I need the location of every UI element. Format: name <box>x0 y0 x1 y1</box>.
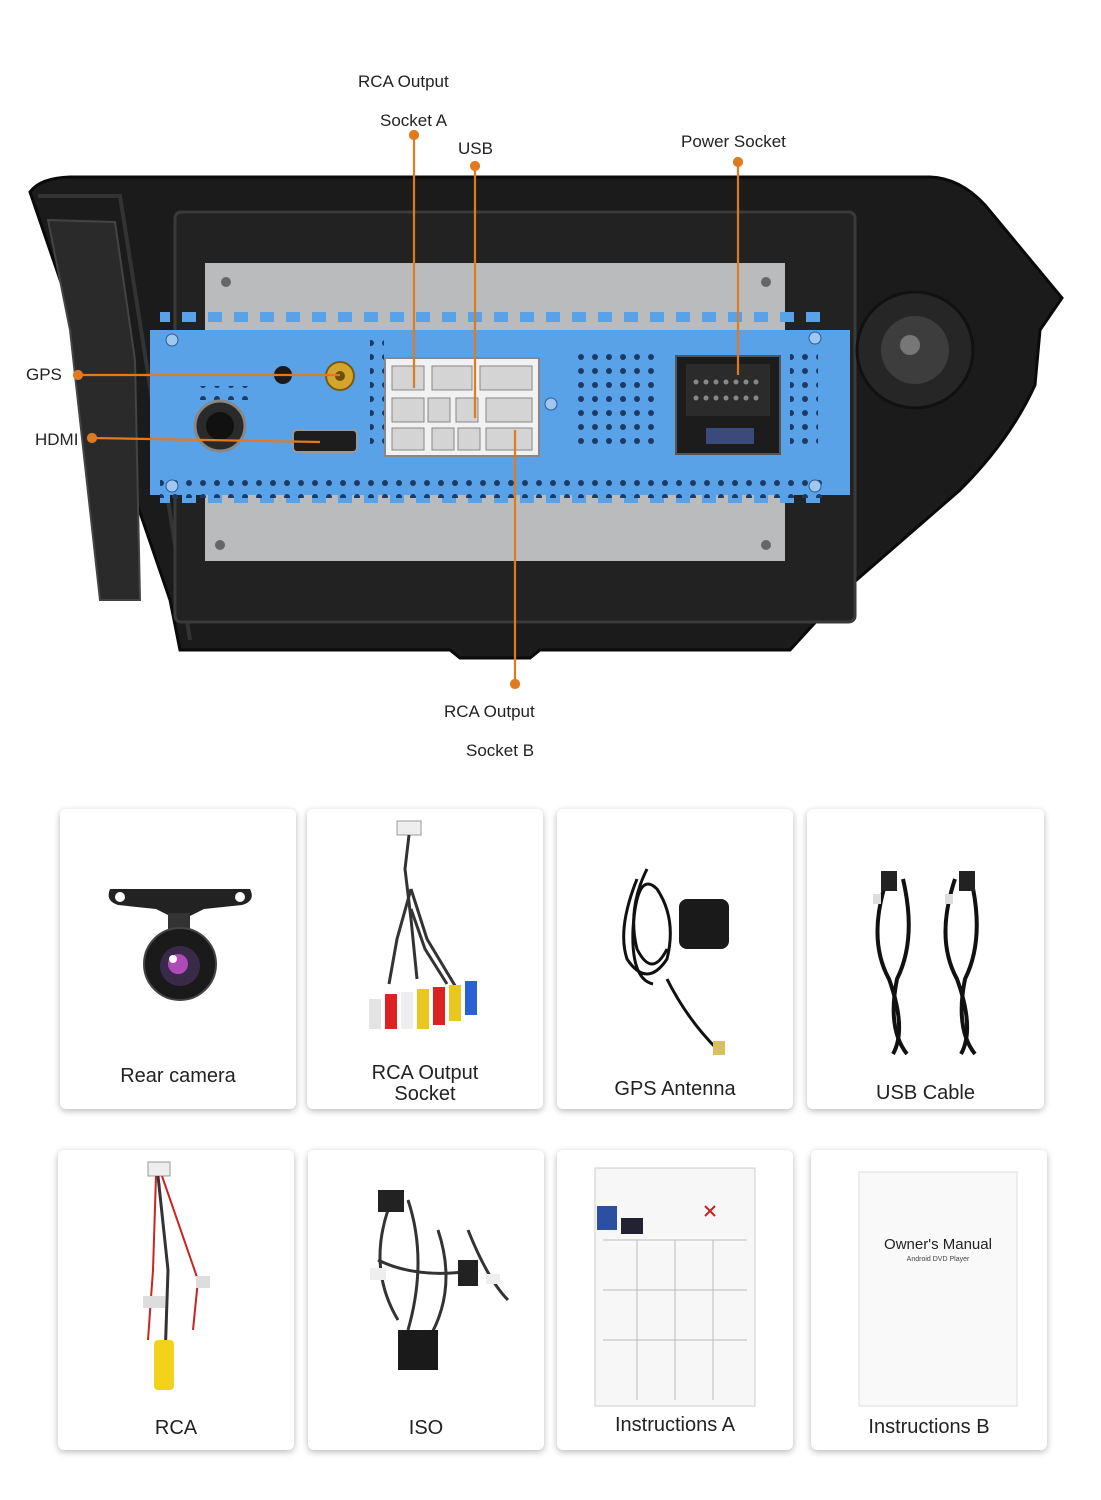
accessory-card-usb-cable: USB Cable <box>807 809 1044 1109</box>
callout-rca-b-line1: RCA Output <box>444 702 535 721</box>
accessory-card-instructions-a: Instructions A <box>557 1150 793 1450</box>
iso-label: ISO <box>408 1417 444 1439</box>
callout-hdmi: HDMI <box>35 430 79 449</box>
callout-rca-a-line1: RCA Output <box>358 72 449 91</box>
manual-title: Owner's Manual <box>884 1236 992 1253</box>
instructions-a-booklet-icon <box>594 1167 756 1407</box>
callout-gps: GPS <box>26 365 62 384</box>
manual-subtitle: Android DVD Player <box>906 1256 970 1263</box>
instructions-a-label: Instructions A <box>614 1414 736 1436</box>
accessory-card-rca-output-socket: RCA Output Socket <box>307 809 543 1109</box>
rca-output-socket-label-line1: RCA Output <box>371 1062 479 1084</box>
rca-output-harness-icon <box>369 820 477 1029</box>
callout-power-socket: Power Socket <box>681 132 786 151</box>
rca-cable-icon <box>143 1161 210 1391</box>
accessory-card-rear-camera: Rear camera <box>60 809 296 1109</box>
leader-lines <box>72 129 744 690</box>
callout-rca-a-line2: Socket A <box>380 111 448 130</box>
instructions-b-label: Instructions B <box>868 1416 990 1438</box>
owners-manual-booklet-icon <box>858 1171 1018 1407</box>
rear-camera-label: Rear camera <box>120 1065 236 1087</box>
gps-antenna-label: GPS Antenna <box>614 1078 736 1100</box>
unit-diagram: RCA Output Socket A USB Power Socket GPS… <box>26 72 1064 760</box>
iso-harness-icon <box>370 1190 510 1370</box>
accessory-card-rca: RCA <box>58 1150 294 1450</box>
rear-camera-icon <box>108 889 252 1001</box>
callout-rca-b-line2: Socket B <box>466 741 535 760</box>
accessory-card-iso: ISO <box>308 1150 544 1450</box>
accessory-card-gps-antenna: GPS Antenna <box>557 809 793 1109</box>
rca-label: RCA <box>154 1417 198 1439</box>
rca-output-socket-label-line2: Socket <box>394 1083 456 1105</box>
gps-antenna-icon <box>622 868 729 1055</box>
left-bracket <box>46 218 142 601</box>
usb-cable-label: USB Cable <box>876 1082 975 1104</box>
unit-back-illustration <box>28 129 1064 690</box>
usb-cable-icon <box>873 871 979 1056</box>
accessory-card-instructions-b: Owner's Manual Android DVD Player Instru… <box>811 1150 1047 1450</box>
callout-usb: USB <box>458 139 493 158</box>
